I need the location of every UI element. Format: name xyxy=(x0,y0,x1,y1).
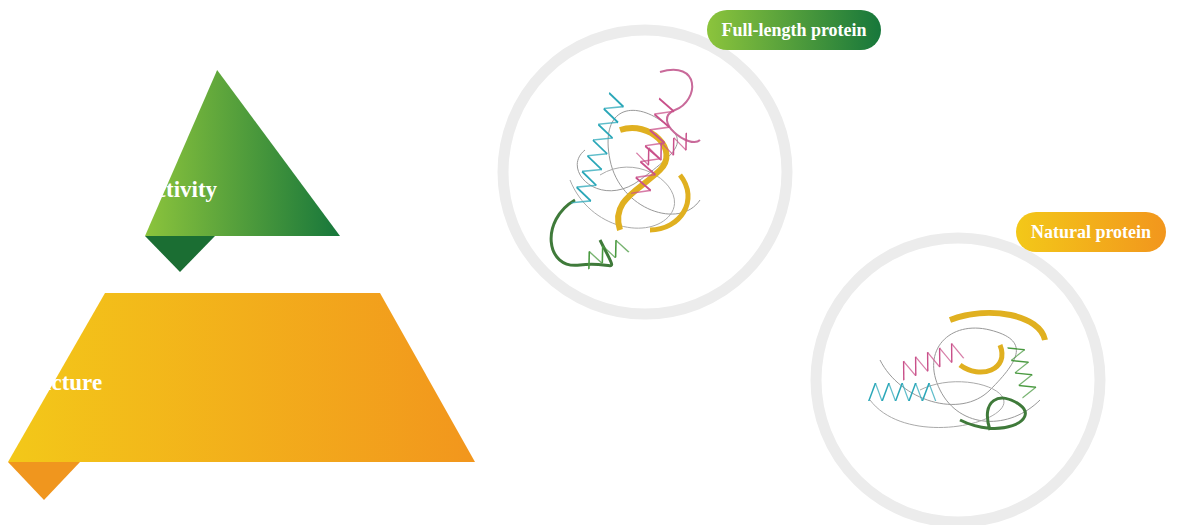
helix-turn xyxy=(603,108,618,124)
helix-turn xyxy=(868,383,876,401)
helix-turn xyxy=(631,190,651,194)
helix-turn xyxy=(951,343,953,363)
frame-circle xyxy=(816,238,1100,522)
helix-turn xyxy=(576,186,591,202)
helix-turn xyxy=(571,200,591,204)
helix-turn xyxy=(609,92,624,108)
triangle-band: Activity xyxy=(145,70,340,236)
helix-turn xyxy=(593,137,613,141)
helix-turn xyxy=(939,348,952,363)
helix-turn xyxy=(582,171,597,187)
helix-turn xyxy=(615,240,629,253)
helix-turn xyxy=(659,98,675,113)
helix-turn xyxy=(650,126,670,130)
helix-turn xyxy=(1022,387,1036,399)
helix-turn xyxy=(927,352,929,372)
helix-turn xyxy=(915,356,917,376)
helix-turn xyxy=(602,246,616,258)
helix-turn xyxy=(903,361,916,376)
helix-turn xyxy=(636,153,649,166)
helix-turn xyxy=(660,143,662,161)
helix-turn xyxy=(598,122,618,126)
helix-turn xyxy=(895,383,903,401)
trapezoid-band: Structure xyxy=(8,293,475,462)
helix-turn xyxy=(661,143,674,156)
helix-turn xyxy=(1019,374,1033,386)
helix-turn xyxy=(951,343,964,358)
helix-turn xyxy=(1007,347,1025,350)
helix-turn xyxy=(673,138,675,156)
helix-turn xyxy=(888,383,896,401)
triangle-fold xyxy=(145,236,215,272)
helix-turn xyxy=(939,348,941,368)
helix-turn xyxy=(915,383,923,401)
helix-turn xyxy=(593,139,608,155)
trapezoid-fold xyxy=(8,462,80,500)
triangle-shape xyxy=(145,70,340,236)
helix-turn xyxy=(589,251,603,264)
helix-turn xyxy=(685,133,687,151)
helix-turn xyxy=(673,138,686,151)
helix-turn xyxy=(648,148,650,166)
helix-turn xyxy=(875,383,883,401)
helix-turn xyxy=(881,383,889,401)
helix-turn xyxy=(588,251,590,269)
helix-turn xyxy=(576,184,596,188)
helix-turn xyxy=(636,174,656,178)
helix-turn xyxy=(648,148,661,161)
node-label: Activity xyxy=(139,177,217,203)
helix-turn xyxy=(902,383,910,401)
helix-turn xyxy=(636,177,652,192)
node-label: Full-length protein xyxy=(721,20,866,41)
helix-turn xyxy=(587,153,607,157)
helix-turn xyxy=(582,169,602,173)
title-pill: Natural protein xyxy=(1016,212,1166,252)
helix-turn xyxy=(1019,385,1037,388)
protein-ribbon xyxy=(868,313,1045,430)
helix-turn xyxy=(927,352,940,367)
helix-turn xyxy=(1011,360,1029,363)
helix-turn xyxy=(598,124,613,140)
helix-turn xyxy=(602,246,604,264)
helix-turn xyxy=(650,129,666,144)
node-label: Structure xyxy=(8,370,102,396)
protein-ribbon xyxy=(551,70,700,270)
helix-turn xyxy=(604,106,624,110)
helix-turn xyxy=(1015,362,1029,374)
helix-turn xyxy=(615,240,617,258)
helix-turn xyxy=(1011,349,1025,361)
frame-circle xyxy=(503,30,787,314)
title-pill: Full-length protein xyxy=(707,10,880,50)
helix-turn xyxy=(654,113,670,128)
node-label: Natural protein xyxy=(1031,222,1151,243)
helix-turn xyxy=(915,357,928,372)
helix-turn xyxy=(1015,372,1033,375)
helix-turn xyxy=(654,111,674,115)
helix-turn xyxy=(922,383,930,401)
helix-turn xyxy=(587,155,602,171)
helix-turn xyxy=(903,361,905,381)
helix-turn xyxy=(928,383,936,401)
helix-turn xyxy=(908,383,916,401)
